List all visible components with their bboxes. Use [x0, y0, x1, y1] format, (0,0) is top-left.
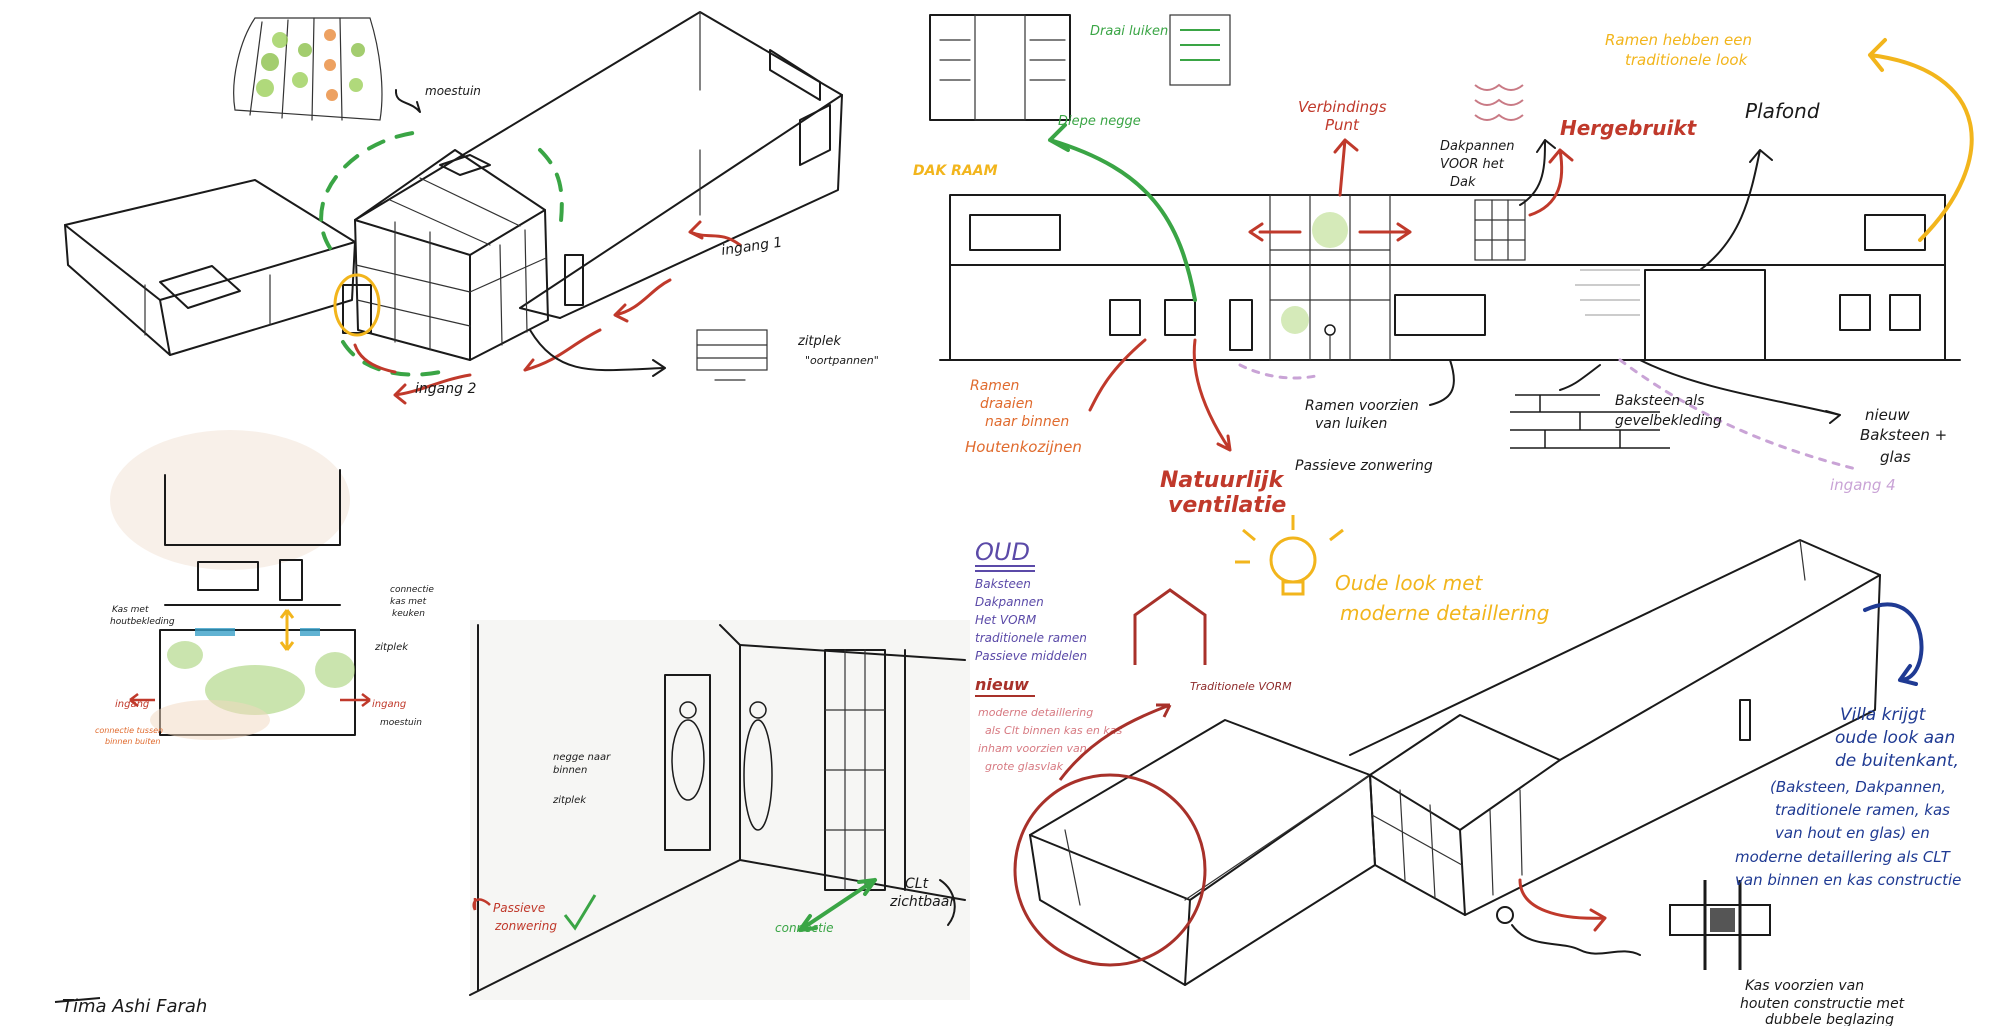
oud-item-1: Baksteen: [975, 577, 1031, 591]
dak-raam-label: DAK RAAM: [913, 163, 998, 179]
baksteen-line-1: Baksteen als: [1615, 393, 1704, 409]
nieuw-line-3: glas: [1880, 448, 1911, 466]
villa-line-7: moderne detaillering als CLT: [1735, 848, 1952, 866]
kas-line-3: dubbele beglazing: [1765, 1012, 1894, 1026]
interior-passieve-line-1: Passieve: [493, 901, 545, 915]
villa-line-1: Villa krijgt: [1840, 705, 1927, 725]
villa-line-2: oude look aan: [1835, 728, 1955, 748]
diepe-negge-label: Diepe negge: [1058, 114, 1141, 129]
villa-line-5: traditionele ramen, kas: [1775, 801, 1950, 819]
villa-isometric-sketch: Kas voorzien van houten constructie met …: [1013, 539, 1961, 1026]
nieuw-item-3: inham voorzien van: [978, 742, 1087, 755]
author-signature: Tima Ashi Farah: [62, 996, 207, 1017]
barn-isometric-sketch: moestuin ingang 1 ingang 2 zitplek "oort…: [64, 11, 879, 405]
plan-ingang-left: ingang: [115, 699, 149, 710]
plan-connectie-line-2: kas met: [390, 597, 427, 607]
oud-item-3: Het VORM: [975, 613, 1037, 627]
ramen-traditioneel-line-2: traditionele look: [1625, 51, 1749, 69]
baksteen-line-2: gevelbekleding: [1615, 413, 1722, 429]
dakpannen-line-2: VOOR het: [1440, 157, 1505, 172]
ramen-draaien-line-3: naar binnen: [985, 414, 1069, 430]
villa-line-3: de buitenkant,: [1835, 751, 1959, 771]
interior-negge-line-2: binnen: [553, 765, 587, 776]
villa-line-6: van hout en glas) en: [1775, 824, 1930, 842]
ramen-luiken-line-2: van luiken: [1315, 416, 1387, 432]
ramen-traditioneel-line-1: Ramen hebben een: [1605, 31, 1752, 49]
plan-moestuin-label: moestuin: [380, 718, 422, 728]
old-new-legend: OUD Baksteen Dakpannen Het VORM traditio…: [975, 515, 1550, 773]
oud-item-4: traditionele ramen: [975, 631, 1087, 645]
interior-connectie-label: connectie: [775, 921, 834, 935]
plan-kas-line-2: houtbekleding: [110, 617, 175, 627]
zitplek-sublabel: "oortpannen": [805, 354, 879, 367]
traditional-form-sketch: [1133, 588, 1207, 665]
interior-zitplek-label: zitplek: [552, 795, 587, 806]
plan-ingang-right: ingang: [372, 699, 406, 710]
plafond-label: Plafond: [1745, 99, 1820, 123]
nieuw-line-1: nieuw: [1865, 406, 1910, 424]
plan-connectie-line-1: connectie: [390, 585, 434, 595]
passieve-zonwering-label: Passieve zonwering: [1295, 458, 1433, 474]
moestuin-sketch: [233, 17, 383, 121]
zitplek-label: zitplek: [797, 334, 841, 349]
houtenkozijnen-label: Houtenkozijnen: [965, 438, 1082, 456]
traditionele-vorm-label: Traditionele VORM: [1190, 680, 1292, 693]
hergebruikt-label: Hergebruikt: [1560, 116, 1698, 140]
interior-clt-line-1: CLt: [905, 876, 929, 892]
kas-line-2: houten constructie met: [1740, 996, 1905, 1012]
ramen-draaien-line-2: draaien: [980, 396, 1033, 412]
dakpannen-line-1: Dakpannen: [1440, 139, 1514, 154]
interior-passieve-line-2: zonwering: [494, 919, 557, 933]
oude-look-line-1: Oude look met: [1335, 571, 1484, 595]
moestuin-label: moestuin: [425, 84, 481, 98]
plan-bottom-line-2: binnen buiten: [105, 737, 160, 746]
plan-bottom-line-1: connectie tussen: [95, 726, 163, 735]
kas-detail-sketch: [1669, 880, 1771, 970]
oud-item-5: Passieve middelen: [975, 649, 1087, 663]
brick-detail-sketch: [1510, 394, 1670, 449]
ramen-luiken-line-1: Ramen voorzien: [1305, 398, 1419, 414]
plan-zitplek-label: zitplek: [374, 642, 409, 653]
draai-luiken-label: Draai luiken: [1090, 24, 1168, 39]
ingang2-label: ingang 2: [415, 381, 476, 397]
oud-title: OUD: [975, 538, 1030, 566]
nieuw-item-4: grote glasvlak: [985, 760, 1064, 773]
nieuw-line-2: Baksteen +: [1860, 426, 1947, 444]
kas-line-1: Kas voorzien van: [1745, 978, 1864, 994]
ramen-draaien-line-1: Ramen: [970, 378, 1019, 394]
nieuw-item-2: als Clt binnen kas en kas: [985, 724, 1122, 737]
plan-kas-line-1: Kas met: [112, 605, 149, 615]
villa-line-8: van binnen en kas constructie: [1735, 871, 1961, 889]
plan-connectie-line-3: keuken: [392, 609, 425, 619]
nieuw-item-1: moderne detaillering: [978, 706, 1093, 719]
verbindingspunt-line-2: Punt: [1325, 116, 1360, 134]
verbindingspunt-line-1: Verbindings: [1298, 98, 1387, 116]
oude-look-line-2: moderne detaillering: [1340, 601, 1550, 625]
interior-perspective-sketch: negge naar binnen zitplek Passieve zonwe…: [469, 620, 970, 1000]
lightbulb-icon: [1235, 515, 1344, 596]
ingang4-label: ingang 4: [1830, 476, 1896, 494]
villa-line-4: (Baksteen, Dakpannen,: [1770, 778, 1946, 796]
nieuw-title: nieuw: [975, 675, 1029, 694]
dakpannen-line-3: Dak: [1450, 175, 1476, 190]
natuurlijk-line-1: Natuurlijk: [1160, 468, 1285, 493]
interior-negge-line-1: negge naar: [553, 752, 611, 763]
interior-clt-line-2: zichtbaar: [889, 894, 956, 910]
floor-plan-sketch: Kas met houtbekleding connectie kas met …: [95, 430, 434, 746]
natuurlijk-line-2: ventilatie: [1168, 493, 1286, 518]
facade-elevation: Draai luiken Diepe negge DAK RAAM Verbin…: [913, 14, 1974, 518]
oud-item-2: Dakpannen: [975, 595, 1044, 609]
